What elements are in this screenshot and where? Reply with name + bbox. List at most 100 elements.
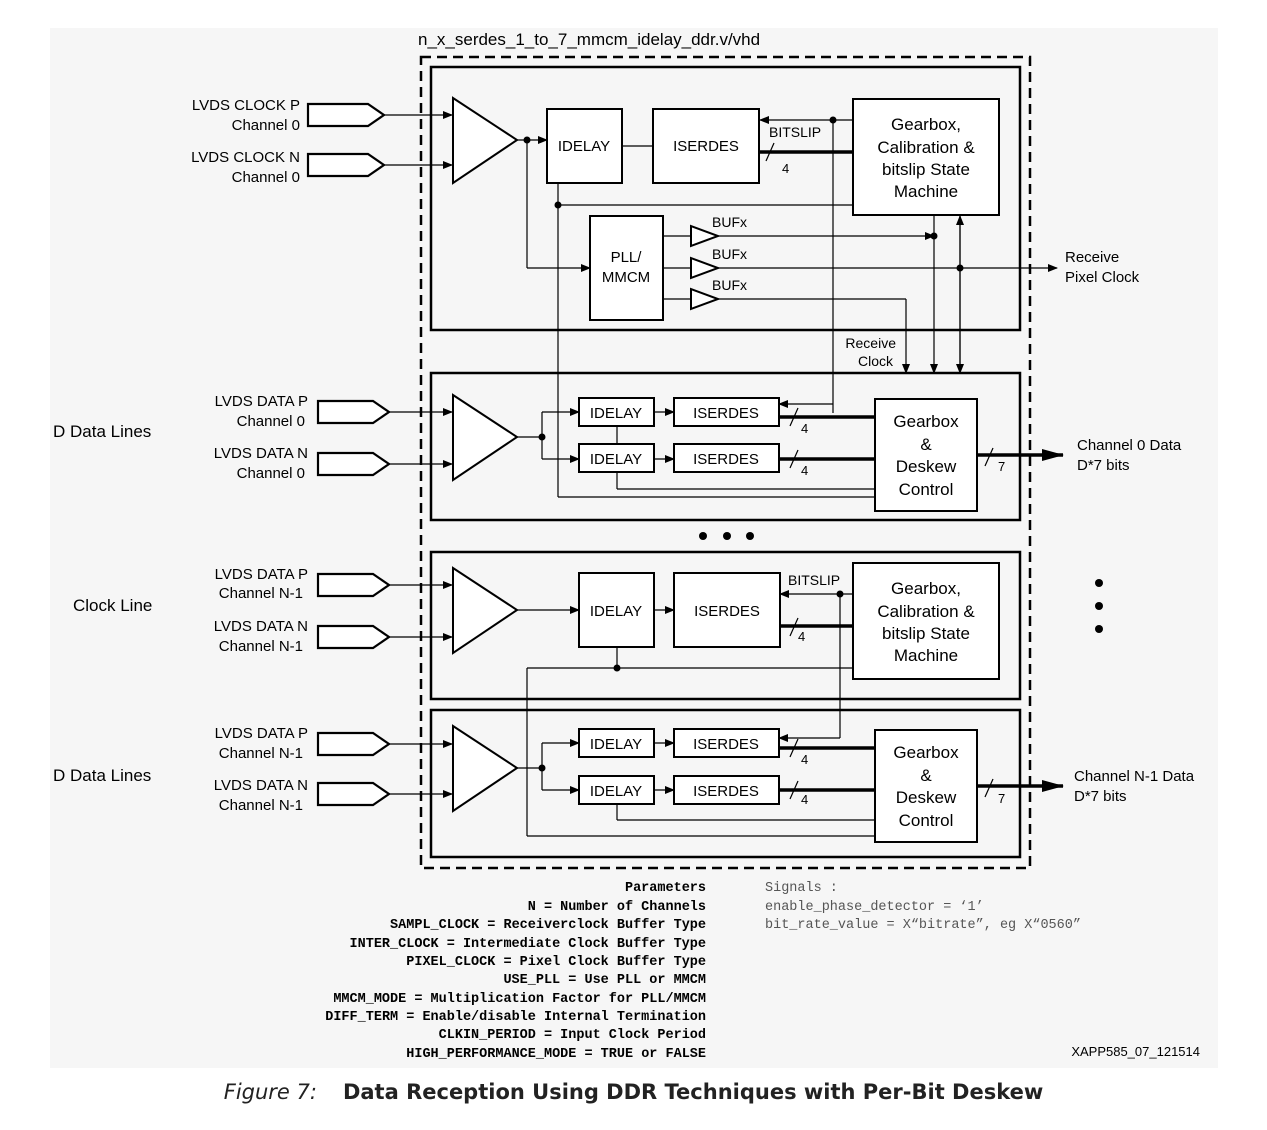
svg-text:ISERDES: ISERDES xyxy=(693,783,759,800)
svg-text:LVDS DATA P: LVDS DATA P xyxy=(215,393,308,410)
data0-n-pad xyxy=(316,451,391,477)
diagram-background xyxy=(50,28,1218,1068)
svg-text:Gearbox: Gearbox xyxy=(893,412,959,431)
svg-text:Channel N-1: Channel N-1 xyxy=(219,585,303,602)
clockline-idelay xyxy=(578,572,655,648)
svg-text:LVDS DATA P: LVDS DATA P xyxy=(215,725,308,742)
svg-text:enable_phase_detector = ‘1’: enable_phase_detector = ‘1’ xyxy=(765,900,984,915)
clockline-p-pad xyxy=(316,572,391,598)
clock-n-pad xyxy=(306,152,386,178)
svg-text:4: 4 xyxy=(782,161,789,176)
svg-text:Channel N-1: Channel N-1 xyxy=(219,638,303,655)
svg-text:Pixel Clock: Pixel Clock xyxy=(1065,269,1140,286)
clockline-n-pad xyxy=(316,624,391,650)
clock-gearbox-calibration xyxy=(852,98,1000,216)
clock-input-buffer xyxy=(452,96,519,185)
clock-n-label: LVDS CLOCK N xyxy=(191,149,300,166)
signals-list: Signals : enable_phase_detector = ‘1’ bi… xyxy=(765,881,1081,933)
svg-text:Parameters: Parameters xyxy=(625,881,706,896)
svg-text:Channel N-1: Channel N-1 xyxy=(219,745,303,762)
ellipsis-dot xyxy=(1095,625,1103,633)
svg-text:BUFx: BUFx xyxy=(712,246,747,262)
channel-n-1-output-label: Channel N-1 Data xyxy=(1074,768,1195,785)
bufx-icon xyxy=(690,256,721,280)
svg-text:4: 4 xyxy=(801,752,808,767)
svg-text:LVDS DATA P: LVDS DATA P xyxy=(215,566,308,583)
module-file-title: n_x_serdes_1_to_7_mmcm_idelay_ddr.v/vhd xyxy=(418,30,760,49)
bufx-icon xyxy=(690,224,721,248)
ellipsis-dot xyxy=(1095,579,1103,587)
data0-p-pad xyxy=(316,399,391,425)
data0-iserdes-n xyxy=(673,443,780,473)
svg-text:SAMPL_CLOCK = Receiverclock Bu: SAMPL_CLOCK = Receiverclock Buffer Type xyxy=(390,918,706,933)
data0-input-buffer xyxy=(452,393,519,482)
svg-text:Control: Control xyxy=(899,811,954,830)
ellipsis-dot xyxy=(723,532,731,540)
svg-text:bit_rate_value = X“bitrate”, e: bit_rate_value = X“bitrate”, eg X“0560” xyxy=(765,918,1081,933)
ellipsis-dot xyxy=(746,532,754,540)
svg-text:ISERDES: ISERDES xyxy=(673,138,739,155)
datan-gearbox-deskew xyxy=(874,729,978,843)
clock-p-pad xyxy=(306,102,386,128)
datan-iserdes-p xyxy=(673,728,780,758)
svg-text:Machine: Machine xyxy=(894,182,958,201)
figure-caption: Figure 7: Data Reception Using DDR Techni… xyxy=(0,1080,1267,1104)
data0-iserdes-p xyxy=(673,397,780,427)
receive-clock-label: Receive xyxy=(845,335,896,351)
svg-text:IDELAY: IDELAY xyxy=(590,736,642,753)
figure-id: XAPP585_07_121514 xyxy=(1071,1044,1200,1059)
svg-text:Signals :: Signals : xyxy=(765,881,838,896)
svg-text:PLL/: PLL/ xyxy=(611,249,643,266)
svg-text:Gearbox,: Gearbox, xyxy=(891,115,961,134)
figure-number: Figure 7: xyxy=(223,1080,317,1104)
svg-text:IDELAY: IDELAY xyxy=(590,405,642,422)
pixel-clock-label: Receive xyxy=(1065,249,1119,266)
svg-text:IDELAY: IDELAY xyxy=(590,783,642,800)
svg-text:4: 4 xyxy=(801,421,808,436)
clock-line-block xyxy=(429,550,1022,701)
svg-text:bitslip State: bitslip State xyxy=(882,624,970,643)
svg-text:ISERDES: ISERDES xyxy=(693,405,759,422)
svg-text:7: 7 xyxy=(998,459,1005,474)
svg-text:4: 4 xyxy=(801,463,808,478)
svg-text:IDELAY: IDELAY xyxy=(590,603,642,620)
svg-text:&: & xyxy=(920,435,932,454)
d-data-lines-label: D Data Lines xyxy=(53,766,151,785)
parameters-list: Parameters N = Number of Channels SAMPL_… xyxy=(325,881,706,1062)
svg-text:&: & xyxy=(920,766,932,785)
datan-p-pad xyxy=(316,731,391,757)
data0-idelay-p xyxy=(578,397,655,427)
svg-text:Calibration &: Calibration & xyxy=(877,602,975,621)
datan-iserdes-n xyxy=(673,775,780,805)
svg-text:ISERDES: ISERDES xyxy=(693,736,759,753)
svg-text:DIFF_TERM = Enable/disable Int: DIFF_TERM = Enable/disable Internal Term… xyxy=(325,1010,706,1025)
clockline-input-buffer xyxy=(452,566,519,655)
clock-idelay xyxy=(546,108,623,184)
d-data-lines-label: D Data Lines xyxy=(53,422,151,441)
svg-text:Clock: Clock xyxy=(858,353,894,369)
svg-text:LVDS DATA N: LVDS DATA N xyxy=(214,777,308,794)
data-block-channel-0 xyxy=(429,371,1022,522)
svg-text:LVDS DATA N: LVDS DATA N xyxy=(214,618,308,635)
clock-p-channel: Channel 0 xyxy=(232,117,300,134)
svg-text:D*7 bits: D*7 bits xyxy=(1074,788,1127,805)
figure-title: Data Reception Using DDR Techniques with… xyxy=(342,1080,1044,1104)
clock-n-channel: Channel 0 xyxy=(232,169,300,186)
svg-text:Deskew: Deskew xyxy=(896,457,957,476)
bufx-icon xyxy=(690,287,721,311)
svg-text:HIGH_PERFORMANCE_MODE = TRUE o: HIGH_PERFORMANCE_MODE = TRUE or FALSE xyxy=(406,1047,706,1062)
clockline-gearbox-calibration xyxy=(852,562,1000,680)
svg-text:ISERDES: ISERDES xyxy=(694,603,760,620)
svg-text:4: 4 xyxy=(798,629,805,644)
svg-text:Channel 0: Channel 0 xyxy=(237,413,305,430)
clockline-iserdes xyxy=(673,572,781,648)
clockline-bitslip-label: BITSLIP xyxy=(788,572,840,588)
svg-text:Deskew: Deskew xyxy=(896,788,957,807)
datan-n-pad xyxy=(316,781,391,807)
clock-p-label: LVDS CLOCK P xyxy=(192,97,300,114)
svg-text:N = Number of Channels: N = Number of Channels xyxy=(528,900,706,915)
svg-text:CLKIN_PERIOD = Input Clock Per: CLKIN_PERIOD = Input Clock Period xyxy=(439,1028,706,1043)
clock-bitslip-label: BITSLIP xyxy=(769,124,821,140)
svg-text:BUFx: BUFx xyxy=(712,277,747,293)
